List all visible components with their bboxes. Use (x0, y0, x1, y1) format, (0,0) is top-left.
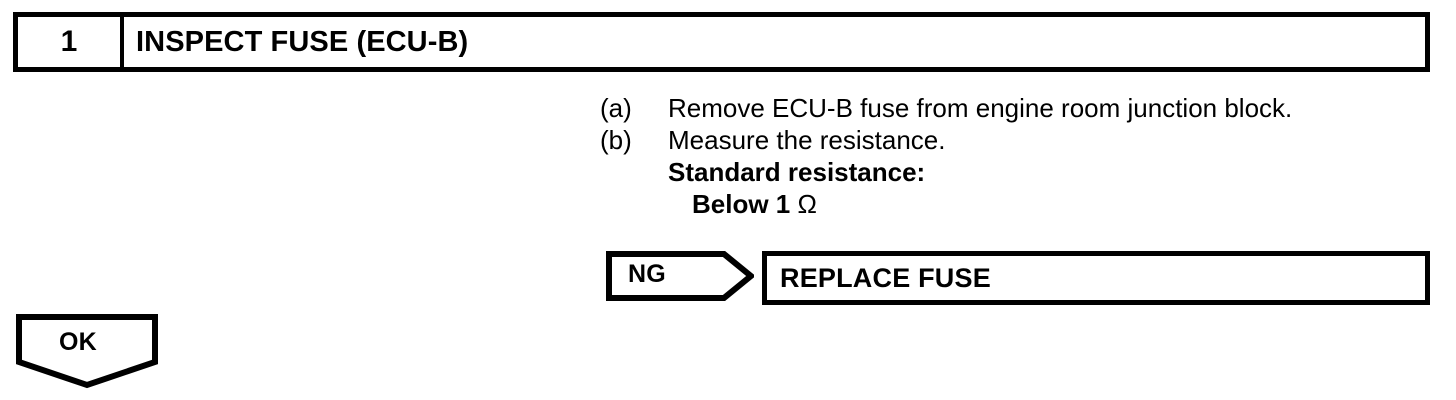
ng-branch-label: NG (628, 260, 666, 288)
procedure-step-b-text: Measure the resistance. (668, 125, 946, 155)
step-number-cell: 1 (18, 17, 124, 67)
procedure-step-a-label: (a) (600, 93, 632, 123)
standard-resistance-heading: Standard resistance: (600, 156, 1440, 188)
ng-branch-chevron (606, 251, 754, 301)
ok-branch-label: OK (59, 328, 97, 356)
procedure-step-b: (b) Measure the resistance. (600, 124, 1440, 156)
ng-result-box: REPLACE FUSE (762, 251, 1430, 305)
standard-resistance-value-group: Below 1 Ω (668, 188, 817, 220)
ng-result-label: REPLACE FUSE (780, 262, 991, 293)
ohm-symbol: Ω (797, 189, 817, 219)
procedure-list: (a) Remove ECU-B fuse from engine room j… (600, 92, 1440, 220)
standard-resistance-heading-text: Standard resistance: (668, 157, 926, 187)
step-title-cell: INSPECT FUSE (ECU-B) (124, 17, 1425, 67)
standard-resistance-value-text: Below 1 (692, 189, 798, 219)
procedure-step-a: (a) Remove ECU-B fuse from engine room j… (600, 92, 1440, 124)
step-title: INSPECT FUSE (ECU-B) (136, 25, 469, 58)
step-header: 1 INSPECT FUSE (ECU-B) (13, 12, 1430, 72)
step-number: 1 (60, 25, 78, 58)
procedure-step-b-label: (b) (600, 125, 632, 155)
ok-branch-chevron (16, 314, 158, 390)
standard-resistance-value: Below 1 Ω (600, 188, 1440, 220)
procedure-step-a-text: Remove ECU-B fuse from engine room junct… (668, 93, 1293, 123)
